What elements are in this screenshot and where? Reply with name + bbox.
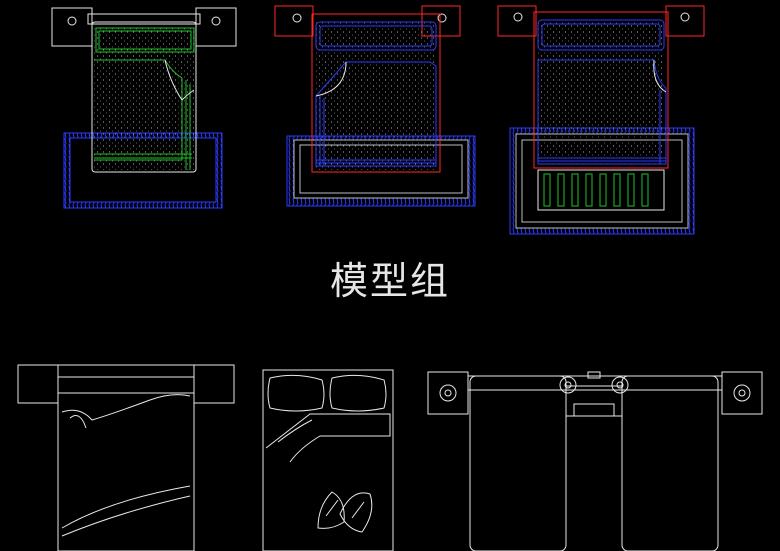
lamp-icon: [681, 13, 689, 21]
pillow: [330, 375, 386, 411]
lamp-icon: [514, 13, 522, 21]
lamp-icon: [438, 14, 446, 22]
pillow: [316, 22, 436, 50]
bench: [538, 170, 664, 210]
nightstand-right: [722, 372, 762, 414]
headboard: [58, 377, 194, 393]
bed-frame: [92, 22, 196, 172]
nightstand-right: [666, 6, 704, 36]
pillow: [538, 20, 664, 50]
bed-frame: [58, 365, 194, 551]
drawing-title: 模型组: [329, 259, 450, 303]
bed-frame-left: [470, 376, 566, 551]
nightstand-right: [194, 365, 234, 403]
bed-frame-right: [622, 376, 718, 551]
nightstand-left: [498, 6, 536, 36]
headboard: [468, 376, 722, 390]
nightstand-right: [196, 8, 236, 46]
lamp-icon: [68, 17, 76, 25]
bed-frame: [534, 12, 668, 168]
bed-plan-top-middle: [275, 6, 475, 206]
lamp-icon: [560, 377, 576, 393]
cushion: [318, 492, 344, 528]
cushion: [340, 493, 372, 532]
twin-beds-bottom-right: [428, 372, 762, 551]
lamp-icon: [212, 17, 220, 25]
nightstand-left: [18, 365, 58, 403]
bed-frame: [263, 370, 393, 551]
duvet-fold: [266, 414, 390, 462]
bed-plan-bottom-middle: [263, 370, 393, 551]
headboard: [88, 14, 200, 24]
bed-plan-bottom-left: [18, 365, 234, 551]
bench-slats: [544, 174, 648, 206]
nightstand-left: [275, 6, 313, 36]
nightstand-left: [52, 8, 92, 46]
bed-plan-top-left: [52, 8, 236, 208]
lamp-icon: [440, 385, 456, 401]
nightstand-left: [428, 372, 468, 414]
lamp-icon: [734, 385, 750, 401]
duvet-fold: [62, 395, 190, 420]
pillow: [268, 375, 324, 411]
bed-plan-top-right: [498, 6, 704, 234]
lamp-icon: [612, 377, 628, 393]
lamp-icon: [293, 14, 301, 22]
bed-frame: [312, 14, 440, 172]
pillow: [96, 28, 194, 52]
nightstand-right: [422, 6, 460, 36]
